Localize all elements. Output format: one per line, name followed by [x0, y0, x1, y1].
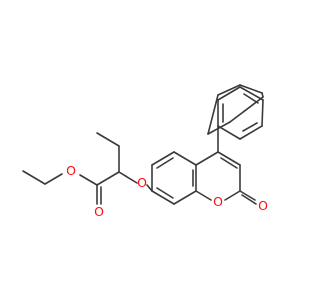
bond — [146, 184, 153, 192]
double-bond-inner — [220, 157, 238, 169]
double-bond-inner — [156, 157, 174, 169]
structure-diagram: O O O O O — [22, 84, 268, 219]
bond — [173, 151, 197, 166]
bond — [22, 170, 46, 185]
phenyl-ring — [207, 84, 264, 140]
bond — [207, 94, 219, 135]
bond — [96, 132, 120, 147]
bond — [239, 86, 264, 101]
bond — [239, 125, 263, 140]
ester-carbonyl-oxygen-label: O — [94, 204, 104, 219]
carbonyl-oxygen-label: O — [258, 198, 268, 213]
bond — [239, 84, 263, 94]
bond — [79, 174, 98, 186]
molecule-canvas: O O O O O — [22, 84, 268, 219]
bond — [239, 190, 256, 201]
bond — [118, 171, 138, 184]
bond — [44, 173, 63, 185]
bond — [217, 84, 241, 96]
bond — [173, 190, 197, 205]
bond — [229, 96, 264, 123]
double-bond-inner — [242, 122, 258, 132]
bond — [96, 171, 120, 186]
bond — [217, 86, 241, 101]
ether-oxygen-label: O — [137, 175, 147, 190]
double-bond — [241, 194, 257, 205]
bond — [261, 99, 264, 127]
bond — [151, 151, 175, 166]
bond — [207, 121, 231, 135]
side-chain — [22, 132, 153, 205]
bond — [217, 151, 241, 166]
ester-single-oxygen-label: O — [66, 163, 76, 178]
bond — [195, 190, 212, 201]
ring-oxygen-label: O — [213, 194, 223, 209]
double-bond-inner — [156, 187, 174, 199]
bond — [217, 125, 241, 140]
coumarin-core — [151, 125, 257, 205]
double-bond-inner — [243, 93, 259, 104]
bond — [224, 190, 241, 201]
bond — [195, 151, 219, 166]
bond — [151, 190, 175, 205]
